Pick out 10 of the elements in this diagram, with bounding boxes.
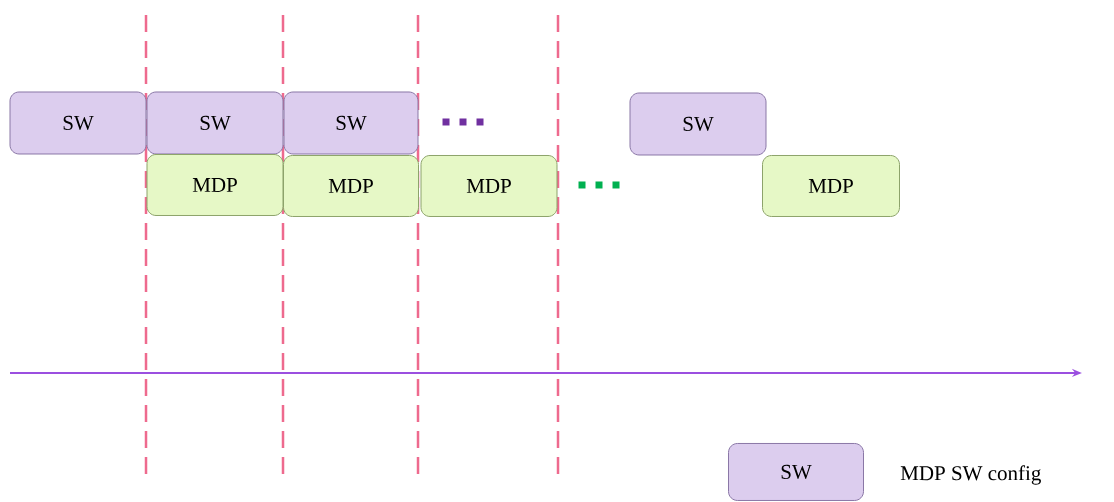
time-slot-box: SW (629, 92, 767, 156)
time-slot-box: SW (9, 91, 147, 155)
frame-box: MDP (283, 155, 419, 217)
node-label: MDP SW config (900, 465, 1041, 485)
frame-box: MDP (146, 154, 284, 216)
frame-box: MDP (420, 155, 558, 217)
frame-box: MDP (762, 155, 900, 217)
time-slot-box: SW (283, 91, 419, 155)
legend-sample-box: SW (728, 443, 864, 501)
time-slot-box: SW (146, 91, 284, 155)
